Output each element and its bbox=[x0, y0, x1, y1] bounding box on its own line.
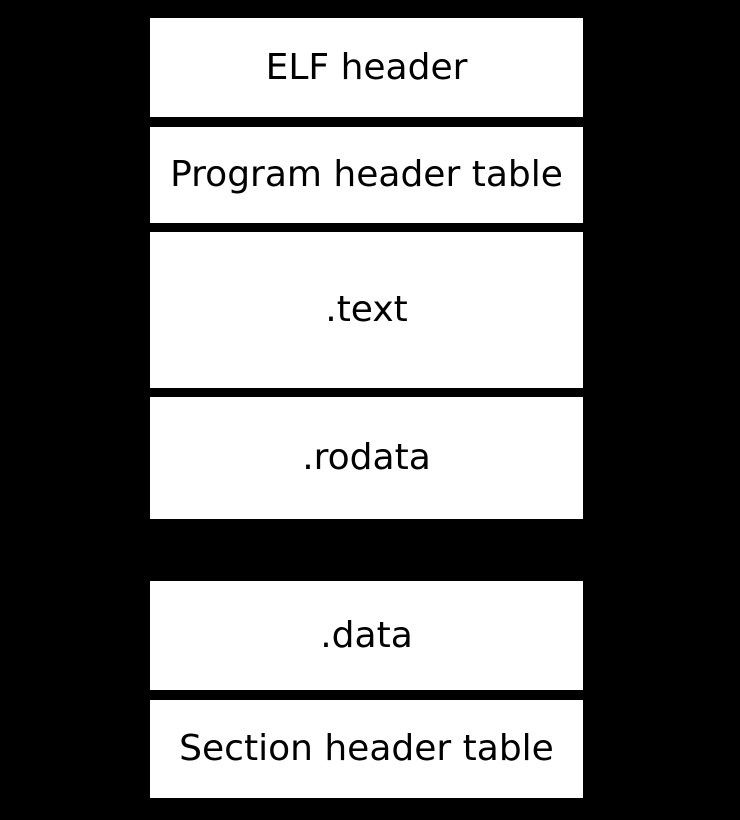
section-header-table-box: Section header table bbox=[150, 700, 583, 798]
program-header-table-box: Program header table bbox=[150, 127, 583, 223]
text-section-label: .text bbox=[325, 289, 408, 330]
section-header-table-label: Section header table bbox=[179, 728, 554, 769]
text-section-box: .text bbox=[150, 232, 583, 388]
elf-header-label: ELF header bbox=[265, 46, 468, 88]
rodata-section-box: .rodata bbox=[150, 397, 583, 519]
elf-header-box: ELF header bbox=[150, 18, 583, 117]
rodata-section-label: .rodata bbox=[302, 437, 431, 478]
data-section-box: .data bbox=[150, 581, 583, 690]
program-header-table-label: Program header table bbox=[170, 154, 563, 195]
data-section-label: .data bbox=[320, 614, 413, 656]
